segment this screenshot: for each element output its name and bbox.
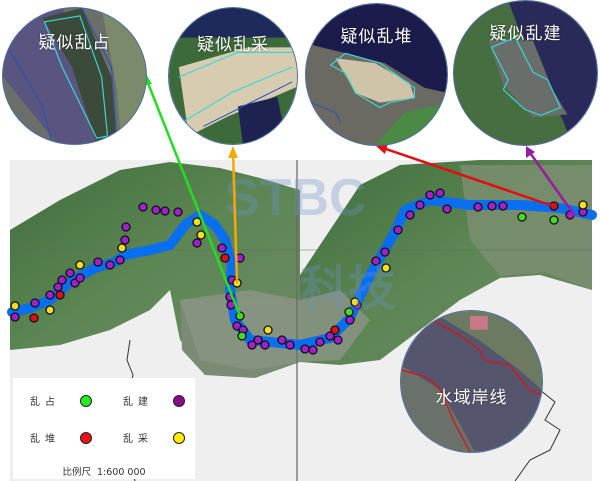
inset-label: 水域岸线 (435, 388, 508, 408)
pile-marker-icon (80, 431, 92, 444)
inset-pile[interactable]: 疑似乱堆 (305, 3, 448, 146)
inset-label: 疑似乱占 (38, 33, 111, 53)
legend-item-build: 乱建 (123, 393, 185, 408)
urban-area-center (180, 290, 370, 370)
svg-text:科技: 科技 (300, 261, 396, 317)
inset-label: 疑似乱堆 (340, 27, 413, 47)
inset-label: 疑似乱采 (197, 35, 269, 55)
urban-area-east (460, 165, 592, 290)
callout-arrows (141, 74, 577, 317)
points-build (10, 188, 588, 355)
inset-label: 疑似乱建 (489, 24, 562, 44)
points-pile (29, 201, 559, 335)
scale-bar: 比例尺 1:600 000 (62, 467, 146, 478)
build-marker-icon (173, 394, 185, 407)
svg-text:STBC: STBC (225, 169, 367, 227)
inset-occupy[interactable]: 疑似乱占 (2, 7, 147, 145)
legend-item-quarry: 乱采 (123, 430, 185, 445)
map-legend: 乱占 乱建 乱堆 乱采 比例尺 1:600 000 (13, 378, 195, 479)
legend-item-occupy: 乱占 (30, 393, 92, 408)
inset-build[interactable]: 疑似乱建 (453, 0, 598, 146)
occupy-marker-icon (80, 394, 92, 407)
points-quarry (10, 200, 588, 335)
quarry-marker-icon (173, 431, 185, 444)
legend-item-pile: 乱堆 (30, 430, 92, 445)
inset-quarry[interactable]: 疑似乱采 (168, 7, 298, 145)
inset-shoreline[interactable]: 水域岸线 (400, 310, 543, 453)
